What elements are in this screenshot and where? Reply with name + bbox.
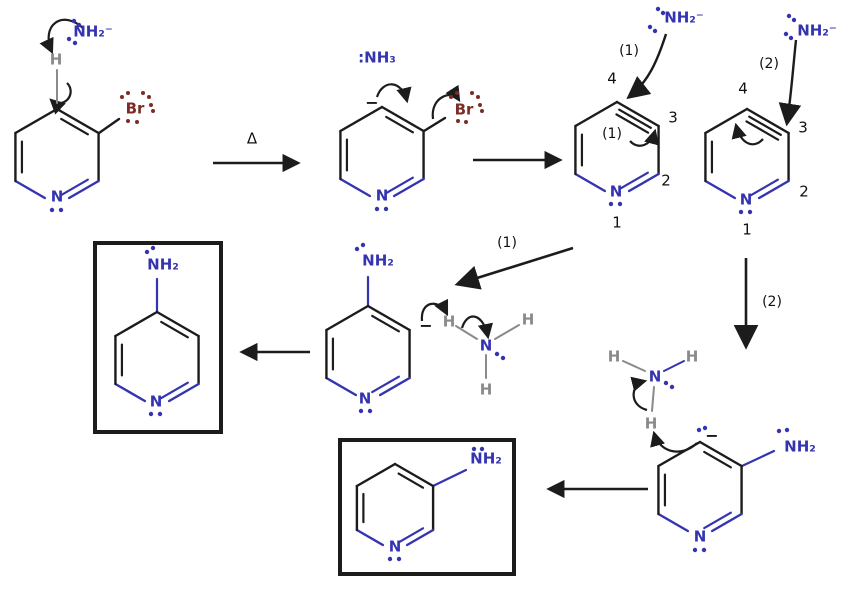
ring-pyridyne1 bbox=[574, 100, 660, 193]
charge-label-anion4: − bbox=[419, 316, 433, 335]
nh3a-h-bottom-label: H bbox=[479, 380, 493, 399]
bond-NH3b-H-right bbox=[663, 360, 685, 372]
curved-arrow-amide-attack-C3 bbox=[778, 39, 802, 127]
arrow-route1-diagonal bbox=[454, 246, 574, 290]
ring-n-label-6: N bbox=[149, 392, 163, 411]
position-1-label-b: 1 bbox=[742, 220, 752, 239]
nh3a-h-right-label: H bbox=[521, 310, 535, 329]
position-2-label-b: 2 bbox=[799, 182, 809, 201]
bond-C3-Br-2 bbox=[422, 116, 447, 133]
position-3-label-b: 3 bbox=[798, 118, 808, 137]
curved-arrow-CH-bond-to-ring bbox=[49, 82, 72, 115]
nh3b-h-bottom-label: H bbox=[644, 414, 658, 433]
nh3b-h-left-label: H bbox=[607, 347, 621, 366]
product-box-4-aminopyridine bbox=[93, 241, 223, 434]
substituent-bonds bbox=[56, 69, 776, 488]
curved-arrow-amide-attack-C4 bbox=[626, 33, 668, 100]
bond-NH3a-H-right bbox=[494, 324, 520, 340]
position-4-label-a: 4 bbox=[607, 69, 617, 88]
nh3b-h-right-label: H bbox=[685, 347, 699, 366]
nh2-label-anion3: NH₂ bbox=[784, 437, 816, 456]
ring-n-label-8: N bbox=[388, 537, 402, 556]
amide-label-3: NH₂⁻ bbox=[797, 21, 837, 40]
charge-label-carbanion: − bbox=[365, 93, 379, 112]
ring-anion4 bbox=[325, 304, 411, 397]
position-2-label-a: 2 bbox=[661, 171, 671, 190]
ring-n-label-5: N bbox=[358, 389, 372, 408]
position-3-label-a: 3 bbox=[668, 108, 678, 127]
path1-label-top: (1) bbox=[619, 43, 639, 59]
ring-anion3 bbox=[657, 440, 743, 533]
ring-pyridyne2 bbox=[704, 107, 790, 200]
bond-NH3b-H-bottom bbox=[651, 386, 655, 412]
ring-n-label-2: N bbox=[375, 186, 389, 205]
br-atom-label-2: Br bbox=[454, 100, 474, 119]
route2-arrow-label: (2) bbox=[762, 294, 782, 310]
nh3a-n-label: N bbox=[479, 336, 493, 355]
nh3b-n-label: N bbox=[648, 367, 662, 386]
bond-NH3a-H-left bbox=[455, 325, 478, 340]
bond-C3-NH2-anion bbox=[740, 449, 776, 468]
ring-n-label-1: N bbox=[50, 187, 64, 206]
lone-pair-dots bbox=[49, 6, 797, 562]
reaction-arrows bbox=[213, 150, 759, 499]
bond-NH3b-H-left bbox=[622, 360, 646, 372]
nh2-label-anion4: NH₂ bbox=[362, 251, 394, 270]
amide-label-1: NH₂⁻ bbox=[73, 22, 113, 41]
product-box-3-aminopyridine bbox=[338, 438, 516, 576]
curved-arrow-NH-bond-to-N-2 bbox=[630, 376, 648, 412]
br-atom-label-1: Br bbox=[125, 99, 145, 118]
ring-n-label-3: N bbox=[609, 182, 623, 201]
path1-label-inner: (1) bbox=[602, 126, 622, 142]
bromine-lone-pair-dots bbox=[120, 91, 484, 124]
curved-arrows bbox=[39, 18, 802, 453]
nh3a-h-left-label: H bbox=[442, 312, 456, 331]
position-4-label-b: 4 bbox=[738, 79, 748, 98]
product-boxes bbox=[93, 241, 516, 576]
curved-arrow-anion4-to-H bbox=[420, 298, 449, 322]
curved-arrow-CBr-to-Br bbox=[431, 84, 461, 120]
curved-arrow-triple-to-C4 bbox=[731, 122, 764, 146]
amide-label-2: NH₂⁻ bbox=[664, 8, 704, 27]
position-1-label-a: 1 bbox=[612, 213, 622, 232]
h-atom-label: H bbox=[49, 50, 63, 69]
delta-label: Δ bbox=[246, 129, 258, 148]
curved-arrow-triple-to-C3 bbox=[629, 128, 660, 147]
bond-C3-NH2-product bbox=[431, 468, 468, 488]
curved-arrow-carbanion-to-bond bbox=[375, 83, 412, 104]
ring-n-label-7: N bbox=[693, 527, 707, 546]
nh2-label-product3: NH₂ bbox=[470, 449, 502, 468]
ring-product4 bbox=[114, 310, 200, 403]
nh2-label-product4: NH₂ bbox=[147, 255, 179, 274]
curved-arrow-NH-bond-to-N-1 bbox=[460, 315, 493, 340]
bond-C3-Br-1 bbox=[97, 117, 121, 135]
route1-arrow-label: (1) bbox=[497, 235, 517, 251]
ammonia-label: :NH₃ bbox=[358, 48, 396, 67]
ring-carbanion bbox=[339, 105, 425, 198]
ring-product3 bbox=[355, 462, 435, 547]
charge-label-anion3: − bbox=[705, 426, 719, 445]
ring-bromopyridine bbox=[14, 107, 100, 200]
ring-n-label-4: N bbox=[739, 190, 753, 209]
path2-label-top: (2) bbox=[759, 56, 779, 72]
